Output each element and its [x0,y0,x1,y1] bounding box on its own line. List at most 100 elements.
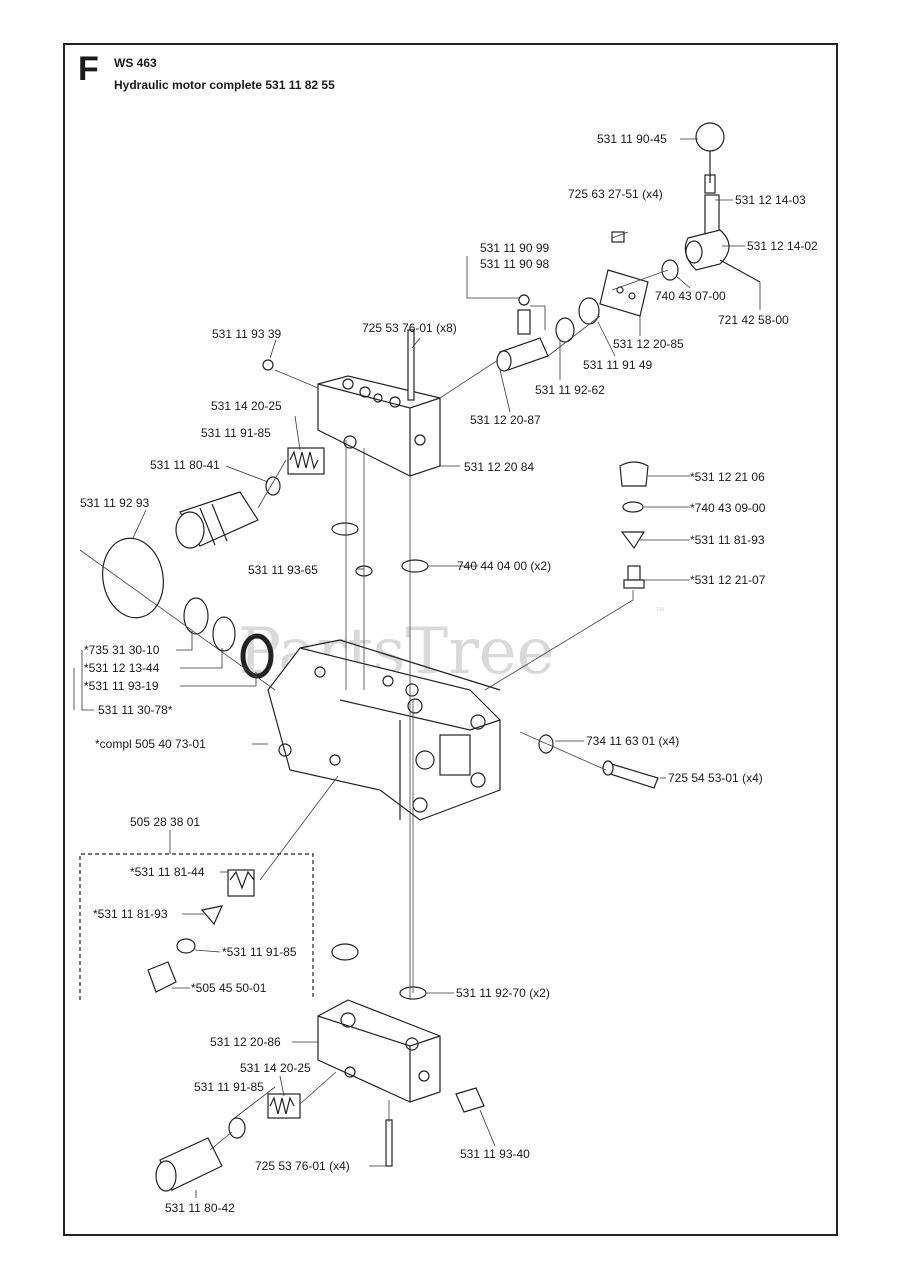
svg-text:725 53 76-01 (x4): 725 53 76-01 (x4) [255,1159,350,1173]
part-qty: (x2) [530,559,551,573]
svg-text:*compl 505 40 73-01: *compl 505 40 73-01 [95,737,206,751]
svg-text:*531 11 91-85: *531 11 91-85 [222,945,297,959]
part-label: 740 44 04 00 [457,559,527,573]
cover-plate-part [599,231,649,317]
part-label: 531 14 20-25 [240,1061,311,1075]
oring-upper-a [331,522,359,536]
svg-text:*531 11 81-44: *531 11 81-44 [130,865,205,879]
part-label: *compl 505 40 73-01 [95,737,206,751]
seal-ring-531-11-92-93 [102,537,164,619]
spring-531-14-20-25 [287,447,325,475]
part-label: *531 12 13-44 [84,661,160,675]
part-label: 531 11 80-42 [165,1201,235,1215]
part-label: 531 11 93-65 [248,563,318,577]
oring-740-43-07-00 [661,259,679,281]
part-label: 531 11 92 93 [80,496,150,510]
part-label: *505 45 50-01 [191,981,267,995]
svg-text:*531 12 21 06: *531 12 21 06 [690,470,765,484]
washer-531-11-91-49 [578,297,600,325]
part-qty: (x4) [742,771,763,785]
part-label: 531 11 91-85 [201,426,271,440]
diagram-frame [63,43,838,1236]
svg-text:531 11 90 99: 531 11 90 99 [480,241,550,255]
relief-valve-kit-box [79,853,314,1000]
part-label: *531 12 21-07 [690,573,766,587]
part-label: 531 11 93-40 [460,1147,530,1161]
part-label: *531 11 81-93 [690,533,765,547]
part-label: 740 43 07-00 [655,289,726,303]
part-label: 505 28 38 01 [130,815,200,829]
watermark-trademark: ™ [655,606,665,617]
svg-text:531 14 20-25: 531 14 20-25 [211,399,282,413]
svg-text:740 43 07-00: 740 43 07-00 [655,289,726,303]
upper-valve-block [317,375,441,477]
oring-740-43-09-00 [622,501,644,513]
oring-740-44-04-00 [401,559,429,573]
lever-hub-part [684,229,761,283]
part-label: 531 11 90-45 [597,132,667,146]
cap-531-12-21-06 [619,461,649,487]
svg-text:531 11 91-85: 531 11 91-85 [201,426,271,440]
part-label: 531 12 20-85 [613,337,684,351]
leader-lines [73,138,761,1198]
svg-text:721 42 58-00: 721 42 58-00 [718,313,789,327]
lever-rod-part [704,194,720,236]
part-label: *735 31 30-10 [84,643,160,657]
part-label: 531 12 20 84 [464,460,534,474]
part-label: 531 11 93 39 [212,327,282,341]
svg-text:531 11 93 39: 531 11 93 39 [212,327,282,341]
svg-text:531 14 20-25: 531 14 20-25 [240,1061,311,1075]
svg-text:531 11 93-40: 531 11 93-40 [460,1147,530,1161]
part-label: 531 12 14-03 [735,193,806,207]
svg-text:531 11 91 49: 531 11 91 49 [583,358,653,372]
svg-text:531 12 20-85: 531 12 20-85 [613,337,684,351]
part-label: *531 11 81-44 [130,865,205,879]
washer-531-12-13-44 [212,616,236,652]
part-label: 725 54 53-01 [668,771,739,785]
lower-fitting-531-11-80-42 [155,1137,223,1192]
bolt-725-54-53-01 [602,760,659,789]
section-letter: F [78,50,99,88]
lower-bolt-725-53-76-01 [385,1119,393,1167]
part-label: 531 11 30-78* [98,703,173,717]
svg-text:531 12 20 84: 531 12 20 84 [464,460,534,474]
svg-text:725 54 53-01 (x4): 725 54 53-01 (x4) [668,771,763,785]
assembly-title: Hydraulic motor complete 531 11 82 55 [114,78,335,92]
knob-part [695,122,725,194]
part-label: 734 11 63 01 [586,734,656,748]
part-label: *531 11 81-93 [93,907,168,921]
part-qty: (x4) [329,1159,350,1173]
part-label: 725 63 27-51 [568,187,639,201]
lower-oring-531-11-91-85 [228,1117,246,1139]
svg-text:531 12 14-02: 531 12 14-02 [747,239,818,253]
svg-text:*531 11 81-93: *531 11 81-93 [93,907,168,921]
svg-text:*531 11 93-19: *531 11 93-19 [84,679,159,693]
part-label: 531 11 92-62 [535,383,605,397]
seal-531-11-93-19 [240,633,274,679]
svg-text:531 12 14-03: 531 12 14-03 [735,193,806,207]
lower-valve-block [317,999,441,1103]
svg-text:531 11 80-42: 531 11 80-42 [165,1201,235,1215]
fitting-531-11-80-41 [175,491,259,549]
svg-text:*740 43 09-00: *740 43 09-00 [690,501,766,515]
svg-text:531 11 90-45: 531 11 90-45 [597,132,667,146]
part-label: *531 11 93-19 [84,679,159,693]
model-name: WS 463 [114,56,157,70]
svg-text:531 11 91-85: 531 11 91-85 [194,1080,264,1094]
part-label: 721 42 58-00 [718,313,789,327]
svg-text:*505 45 50-01: *505 45 50-01 [191,981,267,995]
part-label: 531 11 92-70 [456,986,526,1000]
part-qty: (x2) [529,986,550,1000]
part-qty: (x4) [659,734,680,748]
lower-plug-531-11-93-40 [455,1087,485,1113]
valve-spool-part [496,294,549,372]
svg-text:531 12 20-87: 531 12 20-87 [470,413,541,427]
plug-531-11-93-39 [262,359,274,371]
part-labels: 531 11 90-45 725 63 27-51 (x4) 531 12 14… [80,132,818,1215]
hydraulic-motor-body [267,639,501,821]
part-label: 531 11 91 49 [583,358,653,372]
svg-text:725 53 76-01 (x8): 725 53 76-01 (x8) [362,321,457,335]
svg-text:740 44 04 00 (x2): 740 44 04 00 (x2) [457,559,551,573]
part-label: *740 43 09-00 [690,501,766,515]
